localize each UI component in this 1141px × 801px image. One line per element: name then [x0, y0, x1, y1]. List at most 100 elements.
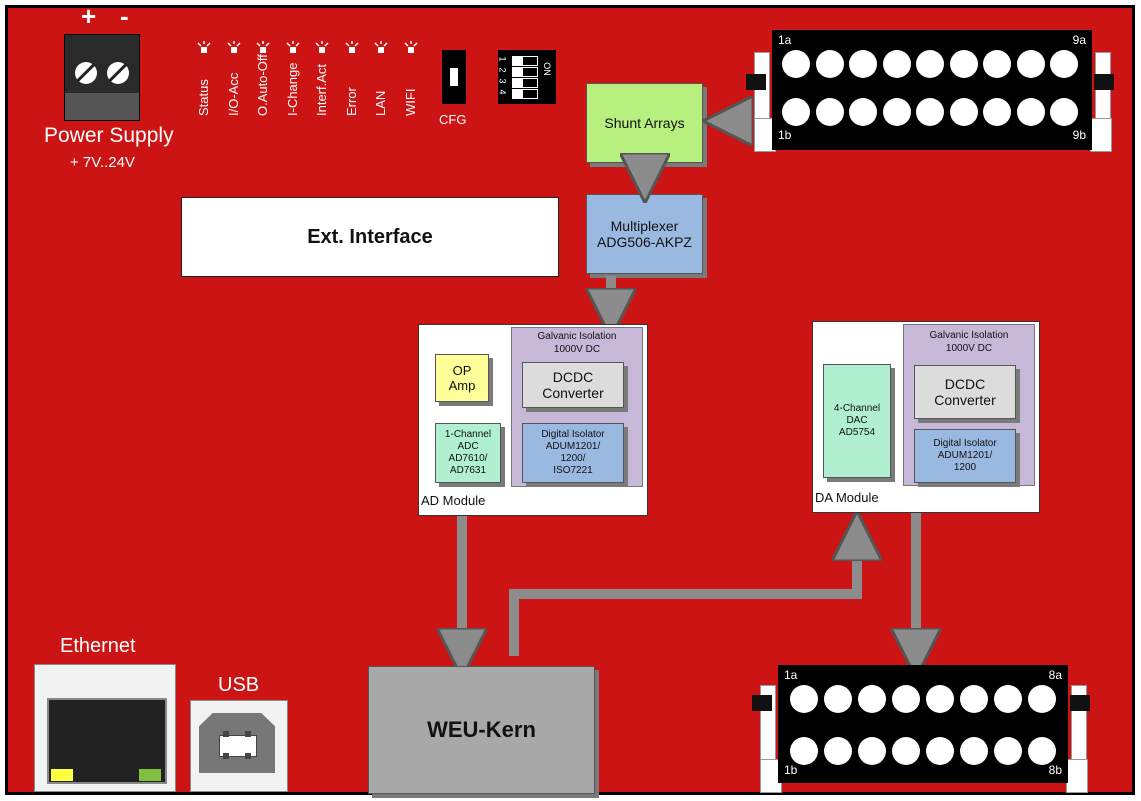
connector-pin	[790, 685, 818, 713]
ad-op-amp: OP Amp	[435, 354, 489, 402]
connector-pin	[1050, 98, 1078, 126]
conn-bot-bl: 1b	[784, 763, 798, 777]
led-label: I-Change	[284, 62, 300, 116]
led-interf-act	[315, 40, 329, 53]
connector-pin	[960, 737, 988, 765]
led-status	[197, 40, 211, 53]
ethernet-led-green	[139, 769, 161, 781]
connector-pin	[916, 50, 944, 78]
multiplexer: Multiplexer ADG506-AKPZ	[586, 194, 703, 274]
led-label: Error	[343, 87, 359, 116]
dip-number: 3	[497, 78, 508, 84]
connector-pin	[882, 98, 911, 126]
conn-top-br: 9b	[1072, 128, 1086, 142]
connector-pin	[926, 685, 954, 713]
ad-adc: 1-Channel ADC AD7610/ AD7631	[435, 423, 501, 483]
connector-pin	[1028, 685, 1056, 713]
connector-pin	[926, 737, 954, 765]
led-i-o-acc	[226, 40, 241, 53]
connector-pin	[815, 98, 844, 126]
power-supply-label: Power Supply	[44, 124, 174, 147]
connector-pin	[983, 98, 1011, 126]
led-label: I/O-Acc	[225, 72, 241, 116]
power-terminal	[64, 34, 140, 121]
conn-bot-tl: 1a	[784, 668, 798, 682]
dip-toggle[interactable]	[512, 89, 538, 99]
connector-pin	[949, 98, 978, 126]
connector-pin	[892, 685, 920, 713]
led-i-change	[285, 40, 300, 53]
led-label: Status	[196, 79, 211, 116]
shunt-arrays: Shunt Arrays	[586, 83, 703, 163]
connector-pin	[882, 50, 911, 78]
connector-pin	[916, 98, 944, 126]
ethernet-port[interactable]	[34, 664, 176, 792]
power-voltage-label: + 7V..24V	[70, 154, 135, 171]
dip-number: 4	[497, 89, 508, 95]
da-module: DA Module Galvanic Isolation 1000V DC DC…	[812, 321, 1040, 513]
led-label: LAN	[373, 90, 388, 116]
led-label: O.Auto-Off	[255, 54, 270, 116]
connector-pin	[1016, 98, 1045, 126]
led-o-auto-off	[256, 40, 270, 53]
connector-pin	[824, 737, 852, 765]
cfg-label: CFG	[439, 112, 467, 127]
dip-number: 2	[497, 67, 508, 73]
connector-pin	[949, 50, 978, 78]
conn-bot-br: 8b	[1048, 763, 1062, 777]
board: + - Power Supply + 7V..24V Status I/O-Acc…	[5, 1, 1135, 795]
dip-switch[interactable]: 1 2 3 4 ON	[498, 50, 556, 104]
conn-top-tl: 1a	[778, 33, 792, 47]
plus-sign: +	[81, 1, 97, 31]
ad-iso-title2: 1000V DC	[553, 344, 601, 355]
usb-label: USB	[218, 674, 260, 696]
connector-pin	[858, 685, 886, 713]
da-dcdc: DCDC Converter	[914, 365, 1016, 419]
led-label: WIFI	[402, 88, 418, 116]
connector-pin	[790, 737, 818, 765]
ethernet-label: Ethernet	[60, 635, 136, 657]
connector-bottom: 1a 8a 1b 8b	[752, 665, 1090, 793]
conn-top-tr: 9a	[1072, 33, 1086, 47]
da-module-label: DA Module	[815, 490, 879, 505]
connector-pin	[1016, 50, 1045, 78]
connector-pin	[849, 98, 877, 126]
connector-pin	[892, 737, 920, 765]
minus-sign: -	[120, 1, 129, 31]
dip-number: 1	[497, 56, 508, 62]
connector-pin	[849, 50, 877, 78]
led-label: Interf.Act	[314, 63, 329, 116]
connector-top-body: 1a 9a 1b 9b	[772, 30, 1092, 150]
dip-toggle[interactable]	[512, 78, 538, 88]
screw-minus-icon	[107, 62, 129, 84]
weu-kern: WEU-Kern	[368, 666, 595, 794]
da-dac: 4-Channel DAC AD5754	[823, 364, 891, 478]
connector-pin	[994, 737, 1022, 765]
screw-plus-icon	[75, 62, 97, 84]
cfg-switch[interactable]	[442, 50, 466, 104]
ad-digital-isolator: Digital Isolator ADUM1201/ 1200/ ISO7221	[522, 423, 624, 483]
dip-on-label: ON	[541, 62, 552, 76]
connector-pin	[858, 737, 886, 765]
connector-pin	[782, 50, 810, 78]
ext-interface: Ext. Interface	[181, 197, 559, 277]
ad-module-label: AD Module	[421, 493, 486, 508]
connector-top: 1a 9a 1b 9b	[746, 30, 1114, 160]
connector-pin	[960, 685, 988, 713]
da-galvanic-isolation: Galvanic Isolation 1000V DC DCDC Convert…	[903, 324, 1035, 486]
conn-bot-tr: 8a	[1048, 668, 1062, 682]
connector-pin	[994, 685, 1022, 713]
connector-pin	[1050, 50, 1078, 78]
ad-dcdc: DCDC Converter	[522, 362, 624, 408]
usb-port[interactable]	[190, 700, 288, 792]
ad-module: AD Module Galvanic Isolation 1000V DC DC…	[418, 324, 648, 516]
led-wifi	[403, 40, 418, 53]
dip-toggle[interactable]	[512, 67, 538, 77]
connector-pin	[824, 685, 852, 713]
led-error	[344, 40, 359, 53]
dip-toggle[interactable]	[512, 56, 538, 66]
mux-line1: Multiplexer	[610, 218, 679, 234]
connector-pin	[815, 50, 844, 78]
ad-galvanic-isolation: Galvanic Isolation 1000V DC DCDC Convert…	[511, 327, 643, 487]
conn-top-bl: 1b	[778, 128, 792, 142]
